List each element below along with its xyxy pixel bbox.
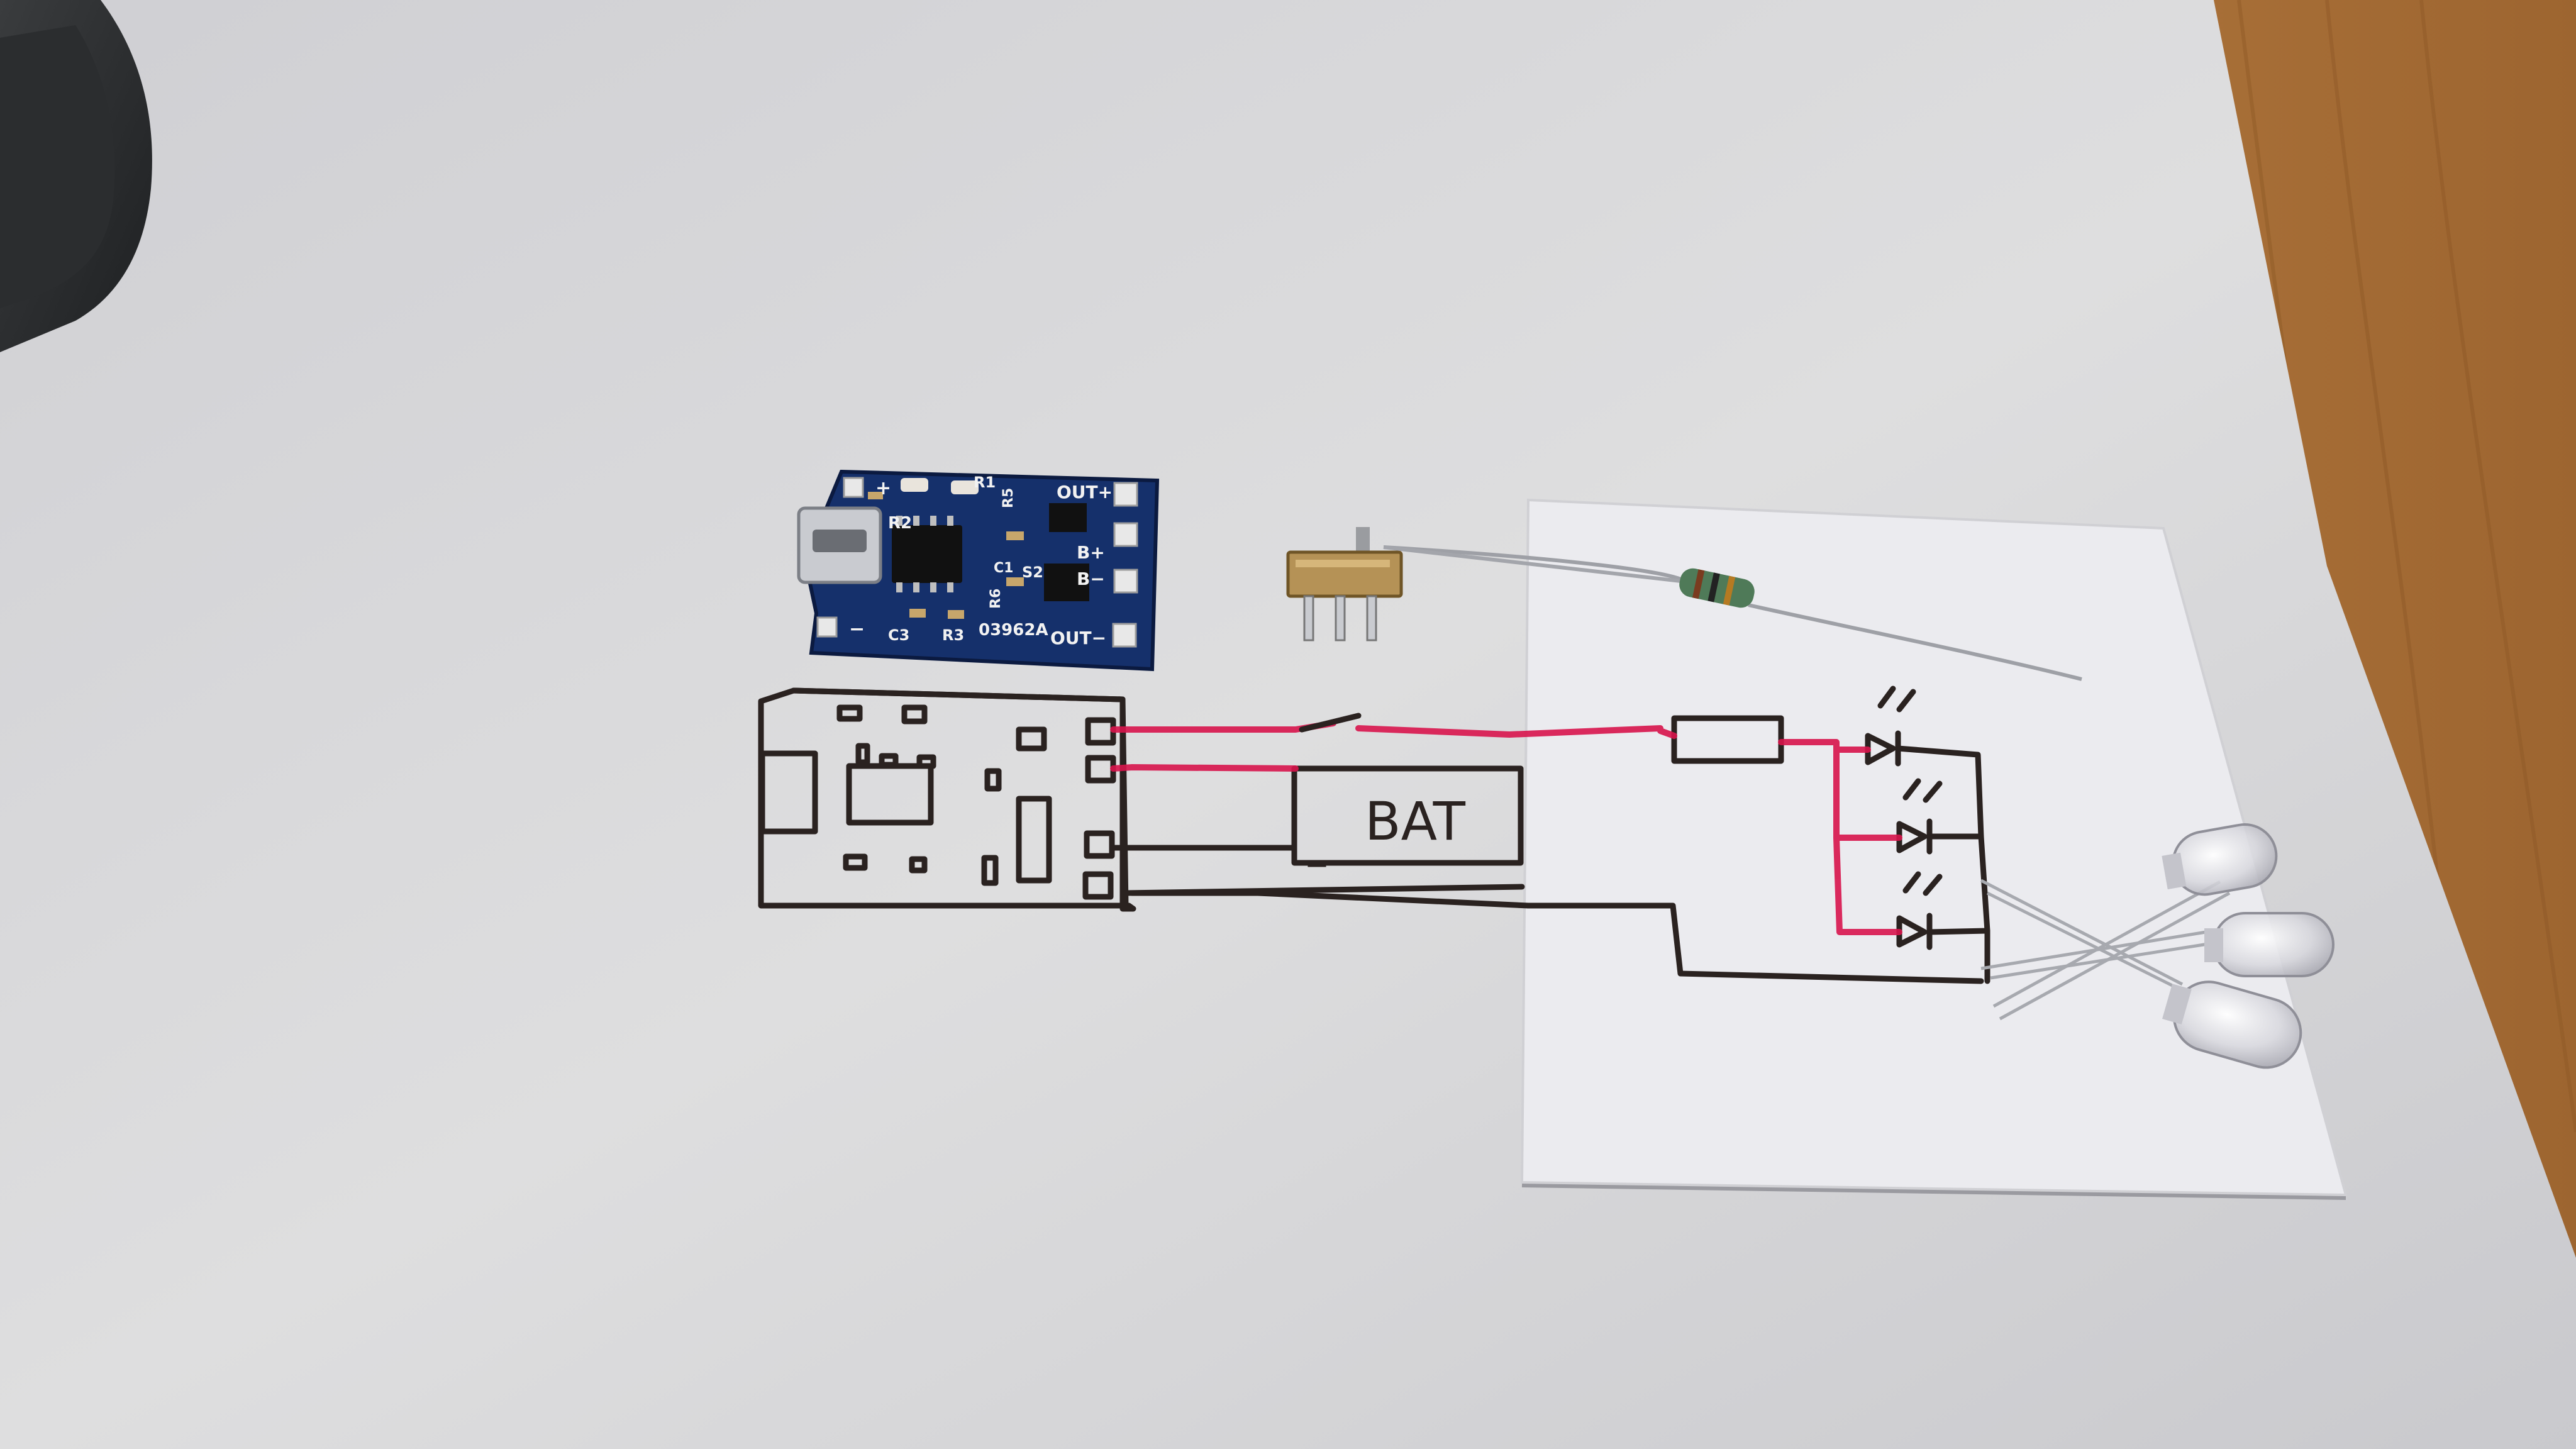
pcb-label-out-plus: OUT+ [1057, 482, 1113, 502]
hand-drawn-schematic [758, 686, 1990, 984]
schematic-battery [1291, 765, 1524, 866]
pcb-label-r3: R3 [942, 626, 964, 644]
laptop-corner [0, 0, 152, 352]
schematic-board-outline [758, 687, 1136, 912]
board-led-1 [901, 478, 928, 492]
pcb-label-model: 03962A [979, 621, 1048, 640]
board-led-2 [951, 480, 979, 494]
led-clear-1 [2162, 823, 2278, 896]
led-leads [1980, 879, 2231, 1021]
tp4056-charger-board: + − R2 R1 R5 C1 S2 R6 C3 R3 03962A OUT+ … [797, 469, 1160, 672]
pcb-label-c3: C3 [888, 626, 909, 644]
pcb-label-s2: S2 [1022, 564, 1043, 581]
charger-ic [892, 525, 962, 583]
pcb-label-plus: + [875, 477, 891, 499]
red-marker-traces [1110, 720, 1902, 935]
pcb-label-r1: R1 [974, 474, 996, 491]
slide-switch [1286, 527, 1403, 641]
mosfet-ic [1044, 564, 1089, 601]
pcb-label-r5: R5 [1001, 488, 1016, 508]
pcb-label-r2: R2 [888, 514, 912, 533]
resistor [1383, 545, 2082, 681]
battery-minus-label: _ [1307, 826, 1326, 867]
paper-card-edge-shadow [1521, 1184, 2346, 1200]
paper-card [1520, 498, 2348, 1197]
led-clear-2 [2204, 912, 2334, 977]
pcb-label-c1: C1 [994, 560, 1013, 576]
led-clear-3 [2162, 980, 2302, 1069]
pcb-label-b-minus: B− [1077, 569, 1105, 589]
pcb-label-out-minus: OUT− [1050, 628, 1106, 648]
protection-ic [1049, 503, 1087, 532]
schematic-switch [1299, 713, 1362, 733]
pcb-label-r6: R6 [988, 589, 1004, 609]
battery-label: BAT [1365, 791, 1466, 852]
pcb-label-minus: − [849, 618, 865, 640]
pcb-label-b-plus: B+ [1077, 542, 1105, 563]
